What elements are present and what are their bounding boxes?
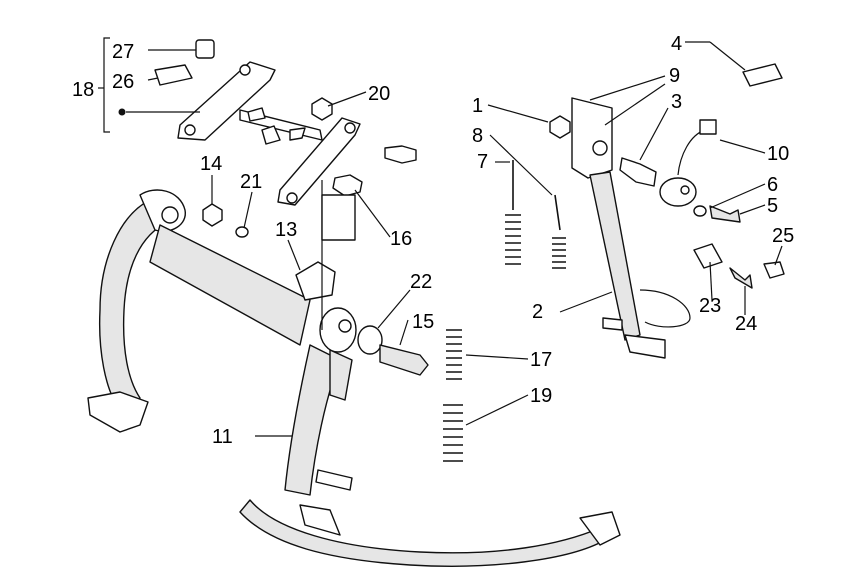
callout-13: 13 xyxy=(275,219,297,241)
callout-7: 7 xyxy=(477,151,488,173)
callout-8: 8 xyxy=(472,125,483,147)
callout-labels: 27 18 26 20 14 21 13 16 22 15 17 19 11 1… xyxy=(72,33,794,448)
plate-assembly-drawing xyxy=(118,39,417,330)
callout-18: 18 xyxy=(72,79,94,101)
callout-25: 25 xyxy=(772,225,794,247)
callout-27: 27 xyxy=(112,41,134,63)
callout-10: 10 xyxy=(767,143,789,165)
callout-1: 1 xyxy=(472,95,483,117)
callout-15: 15 xyxy=(412,311,434,333)
callout-21: 21 xyxy=(240,171,262,193)
springs-drawing xyxy=(443,160,566,462)
center-stand-drawing xyxy=(87,189,621,567)
callout-24: 24 xyxy=(735,313,757,335)
callout-22: 22 xyxy=(410,271,432,293)
callout-11: 11 xyxy=(212,426,233,448)
callout-23: 23 xyxy=(699,295,721,317)
callout-17: 17 xyxy=(530,349,552,371)
assembly-dot xyxy=(118,108,126,116)
callout-6: 6 xyxy=(767,174,778,196)
callout-16: 16 xyxy=(390,228,412,250)
callout-4: 4 xyxy=(671,33,682,55)
callout-3: 3 xyxy=(671,91,682,113)
callout-26: 26 xyxy=(112,71,134,93)
callout-2: 2 xyxy=(532,301,543,323)
callout-19: 19 xyxy=(530,385,552,407)
callout-9: 9 xyxy=(669,65,680,87)
callout-5: 5 xyxy=(767,195,778,217)
callout-20: 20 xyxy=(368,83,390,105)
callout-14: 14 xyxy=(200,153,222,175)
side-stand-drawing xyxy=(549,63,785,359)
leader-lines xyxy=(98,37,783,437)
bushing-bolt-drawing xyxy=(357,325,429,376)
